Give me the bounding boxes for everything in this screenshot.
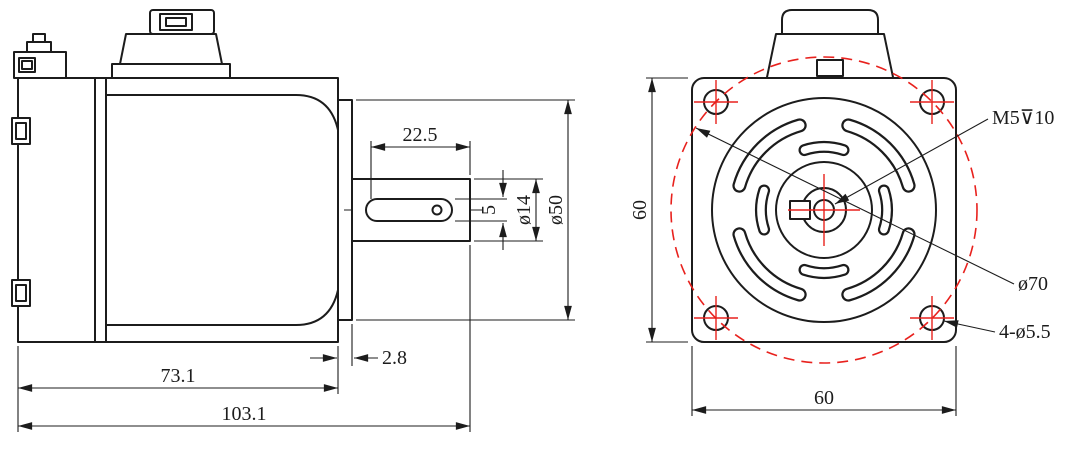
dim-flange-width-value: 60	[814, 387, 834, 409]
output-shaft	[344, 178, 482, 242]
bolt-circle	[670, 56, 978, 364]
motor-housing	[17, 77, 339, 343]
hub-circle	[775, 161, 873, 259]
connector-front	[765, 9, 895, 83]
dim-flange-offset: 2.8	[310, 324, 407, 369]
motor-body	[11, 77, 339, 343]
callout-mounting-holes: 4-ø5.5	[943, 320, 1051, 343]
callout-tapped-hole-value: M5⊽10	[992, 107, 1054, 129]
dim-body-length: 73.1	[17, 346, 339, 432]
dim-pilot-diameter-value: ø50	[545, 195, 567, 225]
connector-small	[13, 33, 67, 79]
dim-shaft-length-value: 22.5	[403, 124, 438, 146]
side-view: 22.5 5 ø14 ø50 2.8	[11, 9, 575, 432]
dim-flange-height: 60	[629, 77, 688, 343]
callout-tapped-hole: M5⊽10	[834, 107, 1054, 205]
dim-overall-length: 103.1	[18, 245, 471, 432]
dim-keyway-width: 5	[455, 170, 507, 250]
dim-shaft-length: 22.5	[370, 124, 471, 199]
connector-large	[111, 9, 231, 79]
dim-flange-width: 60	[691, 346, 957, 416]
shaft-center-hole	[431, 204, 443, 216]
vent-slots-inner	[755, 141, 893, 279]
callout-bolt-circle-value: ø70	[1018, 273, 1048, 295]
dim-shaft-diameter-value: ø14	[513, 195, 535, 225]
dim-pilot-diameter: ø50	[356, 99, 575, 321]
callout-mounting-holes-value: 4-ø5.5	[999, 321, 1051, 343]
front-face-circle	[711, 97, 937, 323]
dim-shaft-diameter: ø14	[474, 178, 543, 242]
dim-keyway-width-value: 5	[478, 205, 500, 215]
keyway-slot	[365, 198, 453, 222]
dim-body-length-value: 73.1	[161, 365, 196, 387]
front-view: 60 60 M5⊽10 ø70 4-ø5.5	[629, 9, 1054, 416]
center-marks	[694, 80, 954, 340]
vent-slots-outer	[732, 118, 916, 302]
callout-bolt-circle: ø70	[695, 127, 1048, 295]
dim-flange-height-value: 60	[629, 200, 651, 220]
dim-overall-length-value: 103.1	[222, 403, 267, 425]
dim-flange-offset-value: 2.8	[382, 347, 407, 369]
